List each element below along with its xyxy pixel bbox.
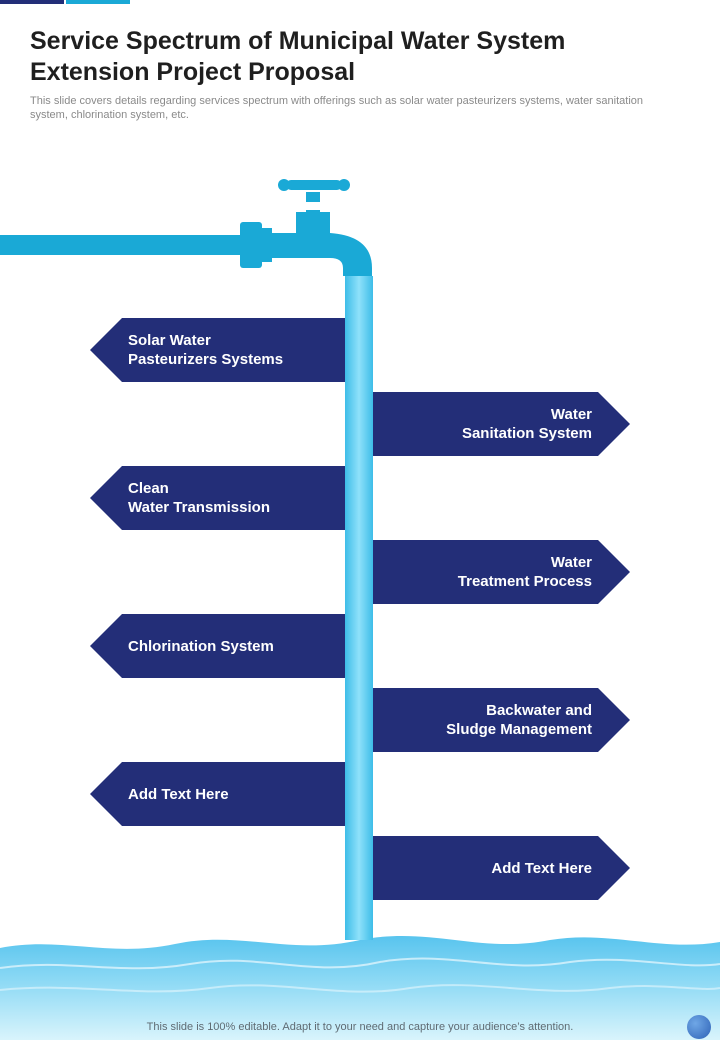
- service-label-6-line1: Backwater and: [486, 702, 592, 719]
- service-label-3-line1: Clean: [128, 480, 169, 497]
- service-arrow-1: [90, 318, 345, 382]
- service-label-8: Add Text Here: [382, 836, 592, 900]
- service-label-2-line2: Sanitation System: [461, 425, 592, 442]
- service-label-4-line1: Water: [550, 554, 592, 571]
- service-arrow-3: [90, 466, 345, 530]
- water-surface-image: [0, 935, 720, 1040]
- service-label-3-line2: Water Transmission: [128, 499, 270, 516]
- service-arrow-8: [373, 836, 630, 900]
- page-title: Service Spectrum of Municipal Water Syst…: [30, 27, 566, 86]
- service-arrow-7: [90, 762, 345, 826]
- water-tap-icon: [0, 179, 372, 276]
- top-accent-bar-dark: [0, 0, 64, 4]
- page-subtitle: This slide covers details regarding serv…: [30, 95, 643, 121]
- service-label-8-line1: Add Text Here: [491, 859, 592, 877]
- service-label-4-line2: Treatment Process: [457, 573, 592, 590]
- water-stream: [345, 276, 373, 940]
- service-label-7-line1: Add Text Here: [128, 785, 229, 803]
- service-arrows: [90, 318, 630, 900]
- service-arrow-6: [373, 688, 630, 752]
- service-label-2-line1: Water: [550, 406, 592, 423]
- footer-note: This slide is 100% editable. Adapt it to…: [146, 1021, 574, 1033]
- service-arrow-5: [90, 614, 345, 678]
- service-label-5: Chlorination System: [128, 614, 338, 678]
- service-label-6-line2: Sludge Management: [446, 721, 592, 738]
- top-accent-bar-light: [66, 0, 130, 4]
- service-arrow-4: [373, 540, 630, 604]
- service-arrow-2: [373, 392, 630, 456]
- service-label-1-line1: Solar Water: [128, 332, 211, 349]
- service-label-5-line1: Chlorination System: [128, 637, 274, 655]
- service-label-7: Add Text Here: [128, 762, 338, 826]
- service-label-1-line2: Pasteurizers Systems: [128, 351, 284, 368]
- corner-dot-icon: [687, 1015, 711, 1039]
